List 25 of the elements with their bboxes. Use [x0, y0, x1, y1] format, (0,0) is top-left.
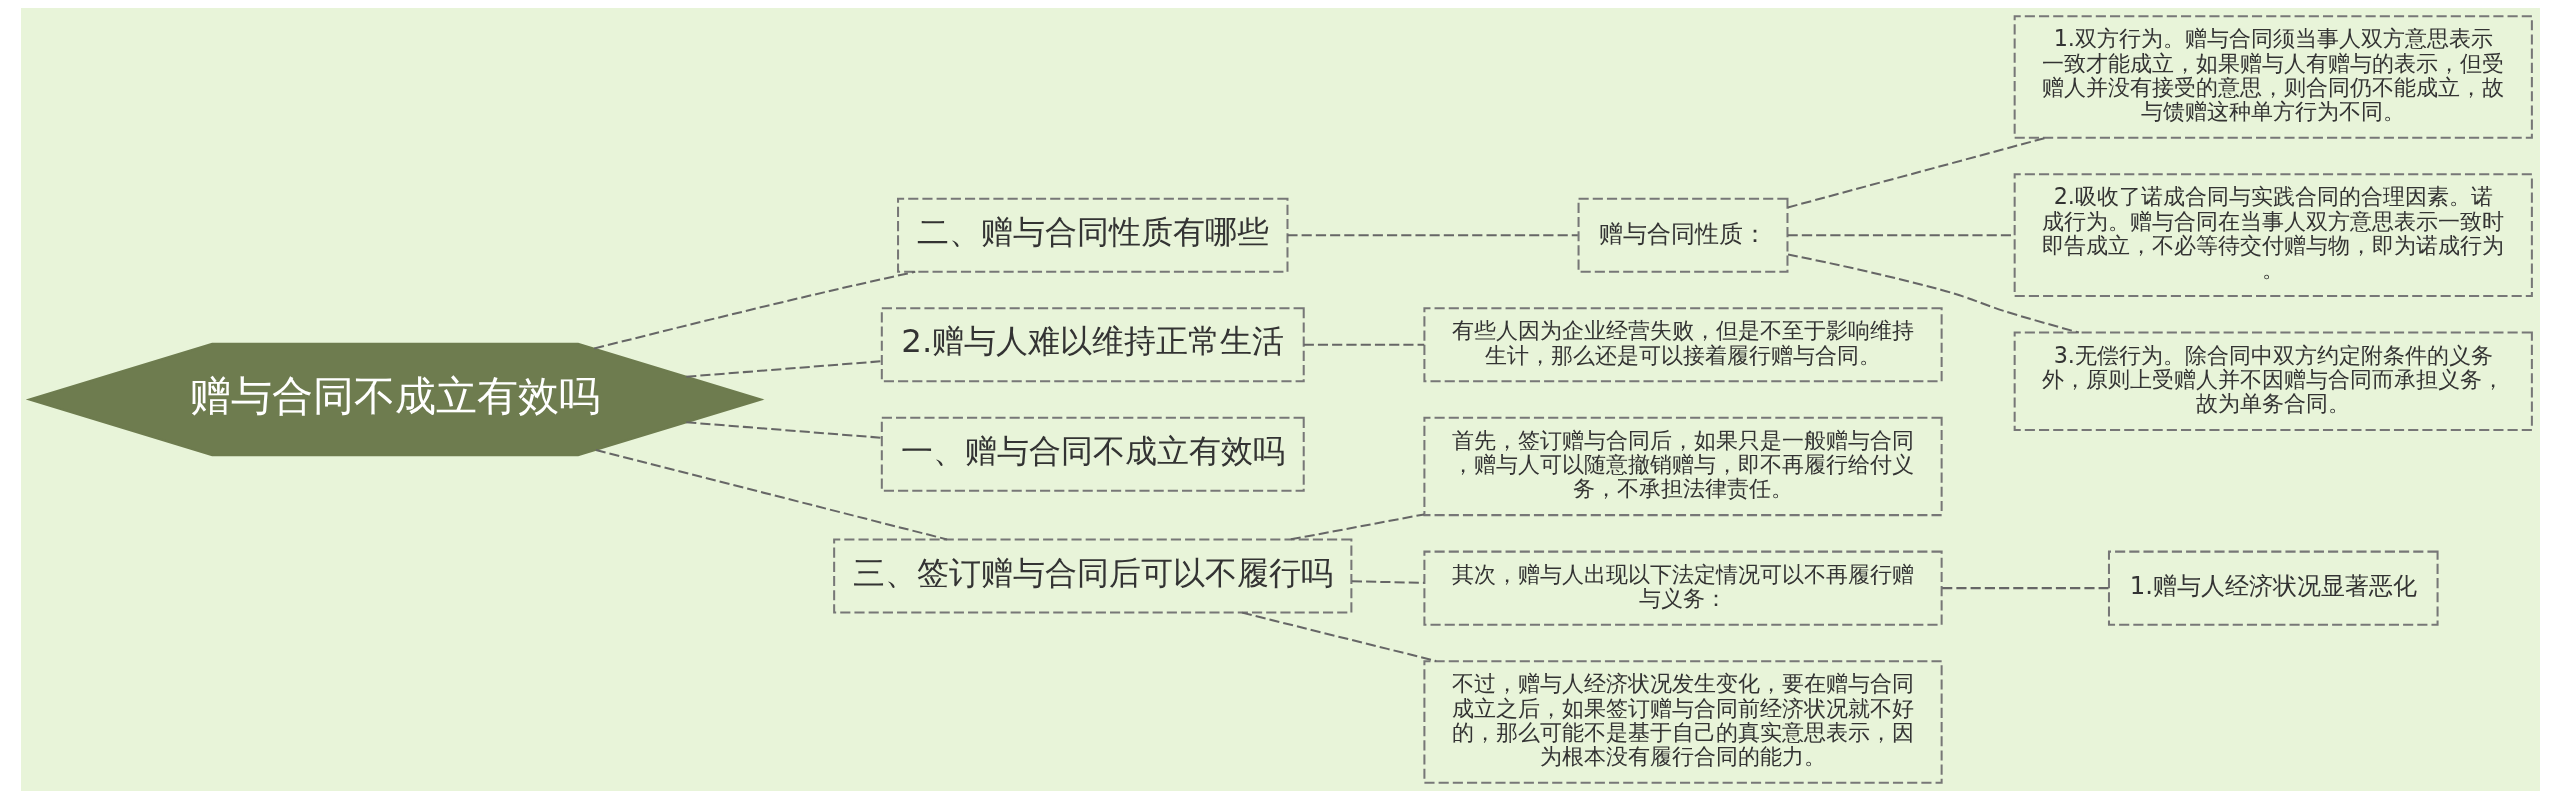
node-box: 1.双方行为。赠与合同须当事人双方意思表示一致才能成立，如果赠与人有赠与的表示，但受赠人并没有接受的意思，则合同仍不能成立，故与馈赠这种单方行为不同。: [2013, 15, 2533, 139]
connector: [1287, 234, 1578, 237]
node-box: 首先，签订赠与合同后，如果只是一般赠与合同，赠与人可以随意撤销赠与，即不再履行给付义务，不承担法律责任。: [1422, 416, 1943, 517]
connector: [1241, 611, 1436, 662]
node-box: 三、签订赠与合同后可以不履行吗: [832, 538, 1352, 614]
node-box: 其次，赠与人出现以下法定情况可以不再履行赠与义务：: [1422, 550, 1943, 626]
connector: [595, 449, 947, 541]
connector: [1787, 234, 2014, 237]
connector: [593, 270, 915, 350]
node-box: 3.无偿行为。除合同中双方约定附条件的义务外，原则上受赠人并不因赠与合同而承担义务，故为单务合同。: [2013, 331, 2533, 431]
node-box: 一、赠与合同不成立有效吗: [880, 416, 1305, 492]
connector: [1351, 580, 1424, 584]
node-box: 不过，赠与人经济状况发生变化，要在赠与合同成立之后，如果签订赠与合同前经济状况就不好的，那么可能不是基于自己的真实意思表示，因为根本没有履行合同的能力。: [1422, 660, 1943, 784]
connector: [685, 421, 881, 439]
node-box: 赠与合同性质：: [1577, 197, 1788, 273]
node-box: 有些人因为企业经营失败，但是不至于影响维持生计，那么还是可以接着履行赠与合同。: [1422, 307, 1943, 383]
connector: [1787, 136, 2046, 209]
connector: [1303, 343, 1424, 346]
connector: [685, 360, 881, 378]
connector: [1941, 587, 2109, 590]
node-box: 2.吸收了诺成合同与实践合同的合理因素。诺成行为。赠与合同在当事人双方意思表示一致时即告成立，不必等待交付赠与物，即为诺成行为。: [2013, 173, 2533, 298]
node-box: 二、赠与合同性质有哪些: [896, 197, 1288, 273]
node-box: 1.赠与人经济状况显著恶化: [2107, 550, 2439, 626]
connector: [1290, 513, 1424, 541]
node-box: 2.赠与人难以维持正常生活: [880, 307, 1305, 383]
